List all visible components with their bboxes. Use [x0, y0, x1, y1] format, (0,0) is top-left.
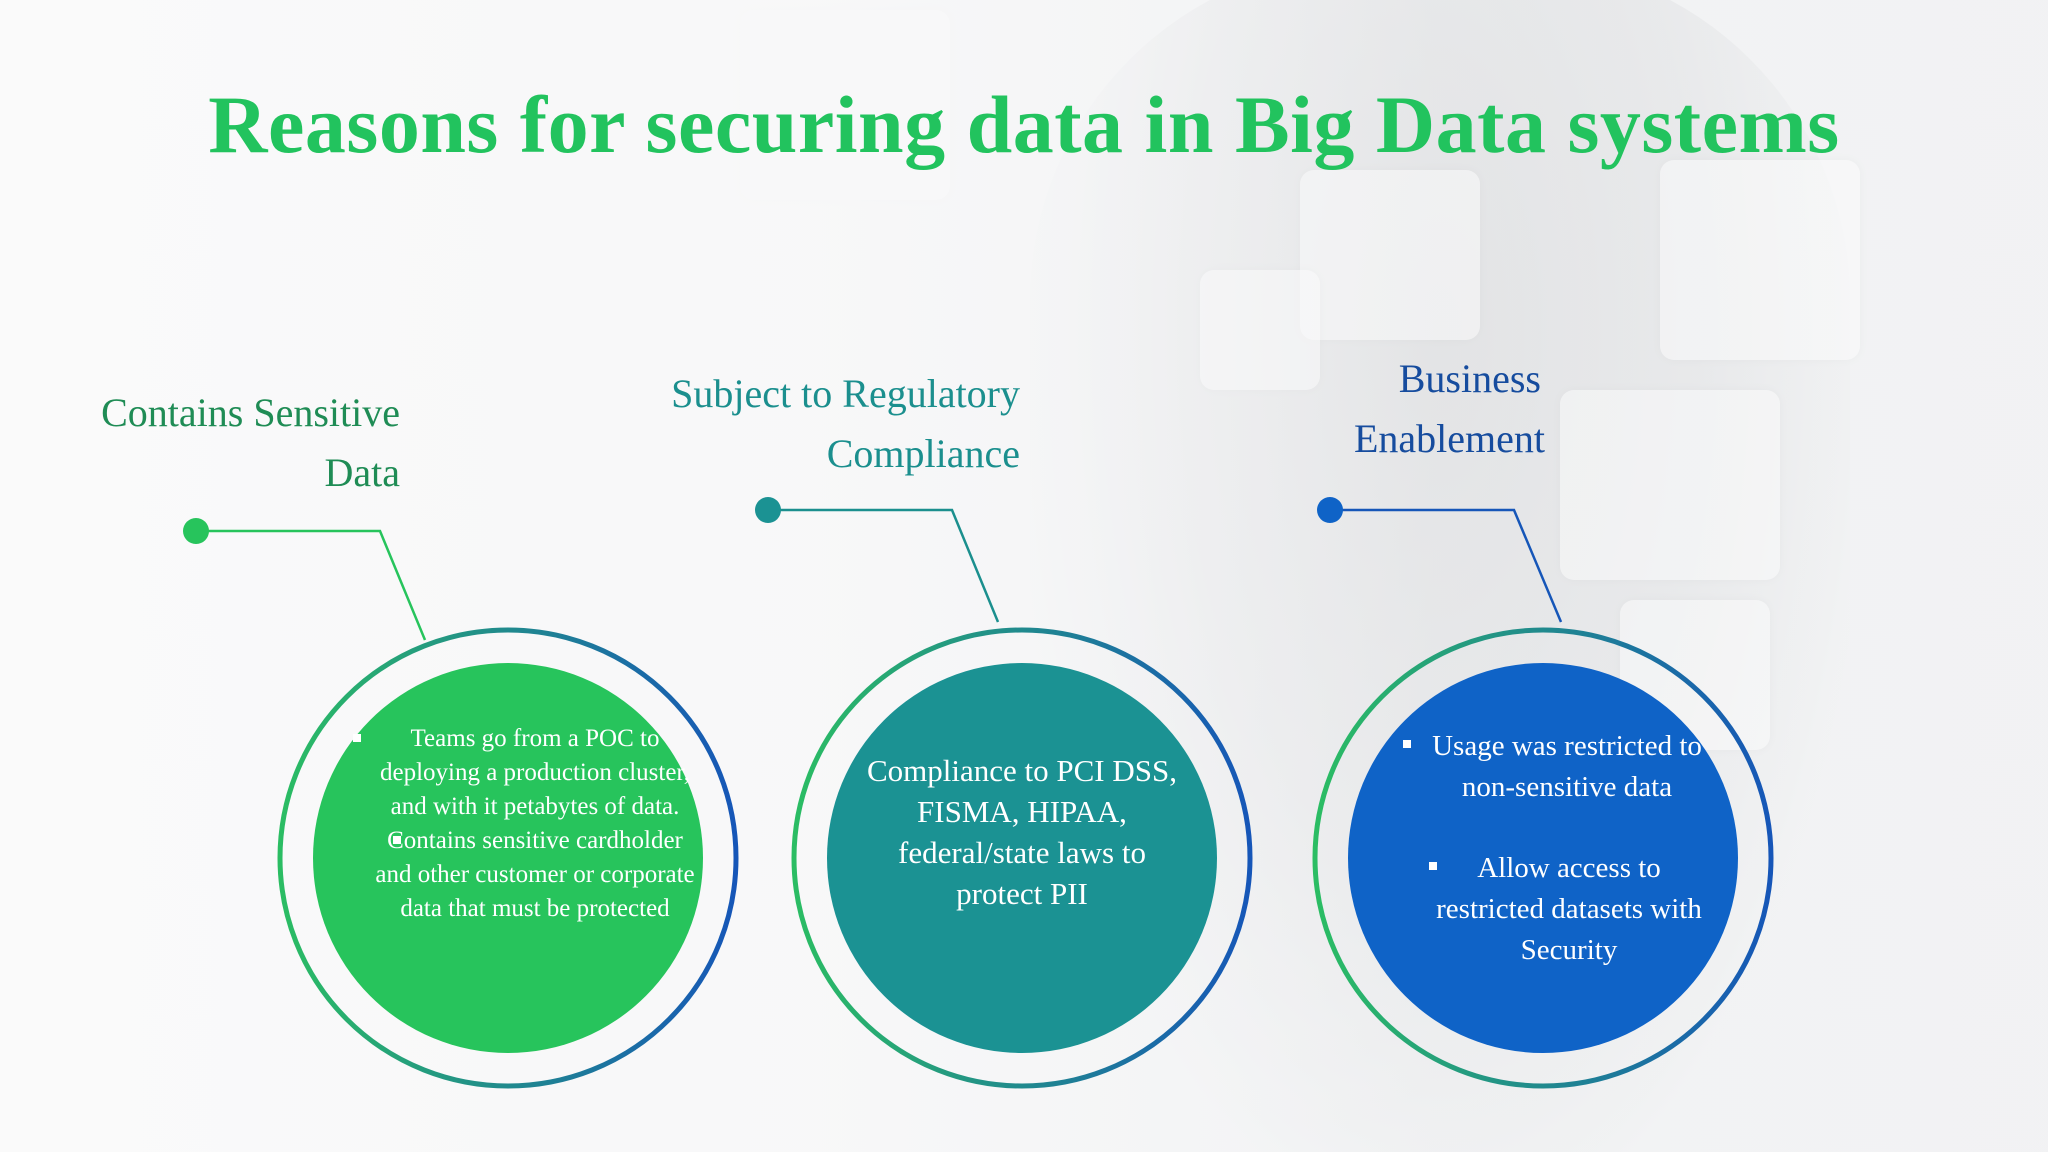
heading-line: Business — [1398, 356, 1541, 401]
inner-circle — [313, 663, 703, 1053]
heading-line: Contains Sensitive — [101, 390, 400, 435]
bullet-text: Contains sensitive cardholder and other … — [375, 827, 695, 922]
heading-line: Compliance — [826, 431, 1020, 476]
circle-1-text: Teams go from a POC to deploying a produ… — [353, 722, 695, 926]
connector-dot — [183, 518, 209, 544]
heading-regulatory-compliance: Subject to Regulatory Compliance — [600, 364, 1020, 484]
bullet-text: Usage was restricted to non-sensitive da… — [1432, 730, 1702, 803]
connector-line — [1330, 508, 1563, 623]
bullet-marker — [1429, 862, 1437, 870]
compliance-text: Compliance to PCI DSS, FISMA, HIPAA, fed… — [866, 753, 1177, 911]
connector-dot — [755, 497, 781, 523]
slide-title: Reasons for securing data in Big Data sy… — [208, 79, 1840, 170]
heading-line: Enablement — [1353, 416, 1545, 461]
circle-2-text: Compliance to PCI DSS, FISMA, HIPAA, fed… — [862, 750, 1182, 914]
bullet-marker — [393, 836, 401, 844]
inner-circle — [1348, 663, 1738, 1053]
bullet-item: Contains sensitive cardholder and other … — [365, 824, 695, 926]
heading-sensitive-data: Contains Sensitive Data — [60, 383, 400, 503]
heading-line: Subject to Regulatory — [671, 371, 1020, 416]
bullet-marker — [1403, 740, 1411, 748]
bullet-item: Teams go from a POC to deploying a produ… — [353, 722, 695, 824]
bullet-item: Usage was restricted to non-sensitive da… — [1403, 726, 1715, 808]
connector-line — [768, 508, 1000, 623]
inner-circle — [827, 663, 1217, 1053]
outer-ring — [277, 627, 739, 1089]
circle-3-text: Usage was restricted to non-sensitive da… — [1403, 726, 1715, 971]
bullet-marker — [353, 734, 361, 742]
connector-line — [196, 529, 427, 641]
heading-line: Data — [324, 450, 400, 495]
heading-business-enablement: Business Enablement — [1200, 349, 1545, 469]
outer-ring — [791, 627, 1253, 1089]
bullet-text: Allow access to restricted datasets with… — [1436, 852, 1702, 966]
bullet-text: Teams go from a POC to deploying a produ… — [379, 725, 691, 820]
connector-dot — [1317, 497, 1343, 523]
outer-ring — [1312, 627, 1774, 1089]
bullet-item: Allow access to restricted datasets with… — [1405, 848, 1715, 971]
